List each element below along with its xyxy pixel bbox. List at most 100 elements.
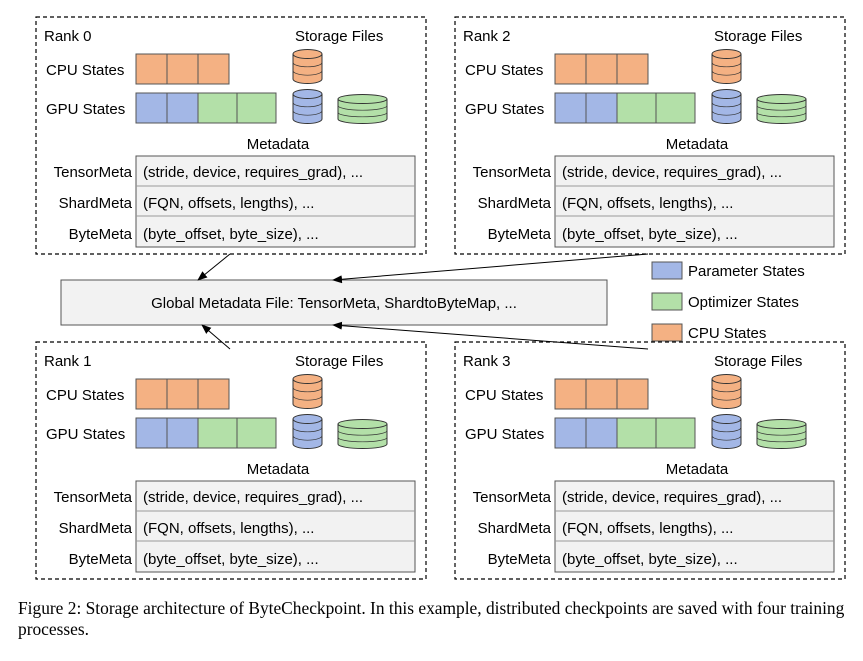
parameter-state-segment [585, 92, 618, 124]
cpu-state-segment [616, 378, 649, 410]
storage-files-label: Storage Files [295, 28, 383, 45]
metadata-row-name: ShardMeta [478, 195, 552, 212]
optimizer-state-segment [616, 92, 657, 124]
cpu-state-segment [166, 378, 199, 410]
cpu-state-segment [585, 53, 618, 85]
parameter-state-segment [585, 417, 618, 449]
legend-swatch-parameter [651, 261, 683, 280]
metadata-row-name: ByteMeta [488, 551, 552, 568]
parameter-state-segment [166, 92, 199, 124]
legend-swatch-cpu [651, 323, 683, 342]
storage-files-label: Storage Files [714, 28, 802, 45]
legend: Parameter States Optimizer States CPU St… [651, 261, 805, 342]
metadata-row-name: ByteMeta [69, 551, 133, 568]
arrow-rank2 [332, 253, 649, 284]
metadata-row-value: (byte_offset, byte_size), ... [143, 226, 319, 243]
parameter-state-segment [554, 92, 587, 124]
global-metadata-file-box [60, 279, 608, 326]
storage-files-label: Storage Files [295, 353, 383, 370]
arrow-rank3 [332, 321, 649, 350]
optimizer-state-segment [197, 417, 238, 449]
parameter-storage-file-icon [711, 89, 742, 124]
metadata-row-value: (FQN, offsets, lengths), ... [143, 520, 314, 537]
metadata-table [135, 155, 416, 248]
cpu-states-label: CPU States [465, 62, 543, 79]
metadata-table [135, 480, 416, 573]
optimizer-state-segment [616, 417, 657, 449]
metadata-row-name: ShardMeta [59, 195, 133, 212]
cpu-storage-file-icon [292, 49, 323, 84]
cpu-state-segment [135, 378, 168, 410]
metadata-row-value: (stride, device, requires_grad), ... [562, 489, 782, 506]
metadata-row-name: ByteMeta [69, 226, 133, 243]
cpu-states-label: CPU States [46, 62, 124, 79]
gpu-states-label: GPU States [465, 101, 544, 118]
metadata-row-value: (FQN, offsets, lengths), ... [562, 520, 733, 537]
cpu-state-segment [135, 53, 168, 85]
metadata-row-value: (stride, device, requires_grad), ... [143, 489, 363, 506]
gpu-states-label: GPU States [46, 426, 125, 443]
optimizer-state-segment [236, 92, 277, 124]
parameter-storage-file-icon [292, 89, 323, 124]
metadata-row-value: (FQN, offsets, lengths), ... [143, 195, 314, 212]
metadata-row-name: TensorMeta [54, 164, 133, 181]
cpu-storage-file-icon [711, 374, 742, 409]
parameter-storage-file-icon [711, 414, 742, 449]
parameter-storage-file-icon [292, 414, 323, 449]
metadata-row-name: ShardMeta [478, 520, 552, 537]
arrow-rank1 [201, 324, 231, 350]
cpu-state-segment [197, 53, 230, 85]
metadata-title: Metadata [666, 136, 729, 153]
legend-swatch-optimizer [651, 292, 683, 311]
optimizer-state-segment [655, 417, 696, 449]
optimizer-state-segment [197, 92, 238, 124]
cpu-state-segment [554, 378, 587, 410]
legend-label-cpu: CPU States [688, 325, 766, 342]
metadata-row-value: (byte_offset, byte_size), ... [143, 551, 319, 568]
cpu-state-segment [197, 378, 230, 410]
metadata-row-value: (FQN, offsets, lengths), ... [562, 195, 733, 212]
gpu-states-label: GPU States [46, 101, 125, 118]
metadata-table [554, 480, 835, 573]
rank-label: Rank 0 [44, 28, 92, 45]
arrow-rank0 [197, 253, 231, 281]
cpu-states-label: CPU States [465, 387, 543, 404]
cpu-state-segment [616, 53, 649, 85]
metadata-title: Metadata [247, 136, 310, 153]
optimizer-storage-file-icon [337, 94, 388, 124]
metadata-row-name: ByteMeta [488, 226, 552, 243]
storage-files-label: Storage Files [714, 353, 802, 370]
metadata-row-name: TensorMeta [473, 164, 552, 181]
metadata-row-value: (byte_offset, byte_size), ... [562, 226, 738, 243]
optimizer-storage-file-icon [756, 94, 807, 124]
metadata-row-name: ShardMeta [59, 520, 133, 537]
gpu-states-label: GPU States [465, 426, 544, 443]
rank-label: Rank 1 [44, 353, 92, 370]
global-metadata-file-text: Global Metadata File: TensorMeta, Shardt… [151, 295, 517, 312]
metadata-row-value: (stride, device, requires_grad), ... [562, 164, 782, 181]
parameter-state-segment [554, 417, 587, 449]
parameter-state-segment [135, 417, 168, 449]
cpu-storage-file-icon [711, 49, 742, 84]
parameter-state-segment [135, 92, 168, 124]
metadata-title: Metadata [666, 461, 729, 478]
metadata-row-value: (stride, device, requires_grad), ... [143, 164, 363, 181]
metadata-table [554, 155, 835, 248]
figure-caption: Figure 2: Storage architecture of ByteCh… [18, 598, 845, 639]
legend-label-parameter: Parameter States [688, 263, 805, 280]
optimizer-storage-file-icon [337, 419, 388, 449]
optimizer-storage-file-icon [756, 419, 807, 449]
cpu-state-segment [585, 378, 618, 410]
metadata-title: Metadata [247, 461, 310, 478]
legend-label-optimizer: Optimizer States [688, 294, 799, 311]
cpu-state-segment [554, 53, 587, 85]
parameter-state-segment [166, 417, 199, 449]
cpu-state-segment [166, 53, 199, 85]
rank-label: Rank 3 [463, 353, 511, 370]
metadata-row-name: TensorMeta [473, 489, 552, 506]
optimizer-state-segment [655, 92, 696, 124]
